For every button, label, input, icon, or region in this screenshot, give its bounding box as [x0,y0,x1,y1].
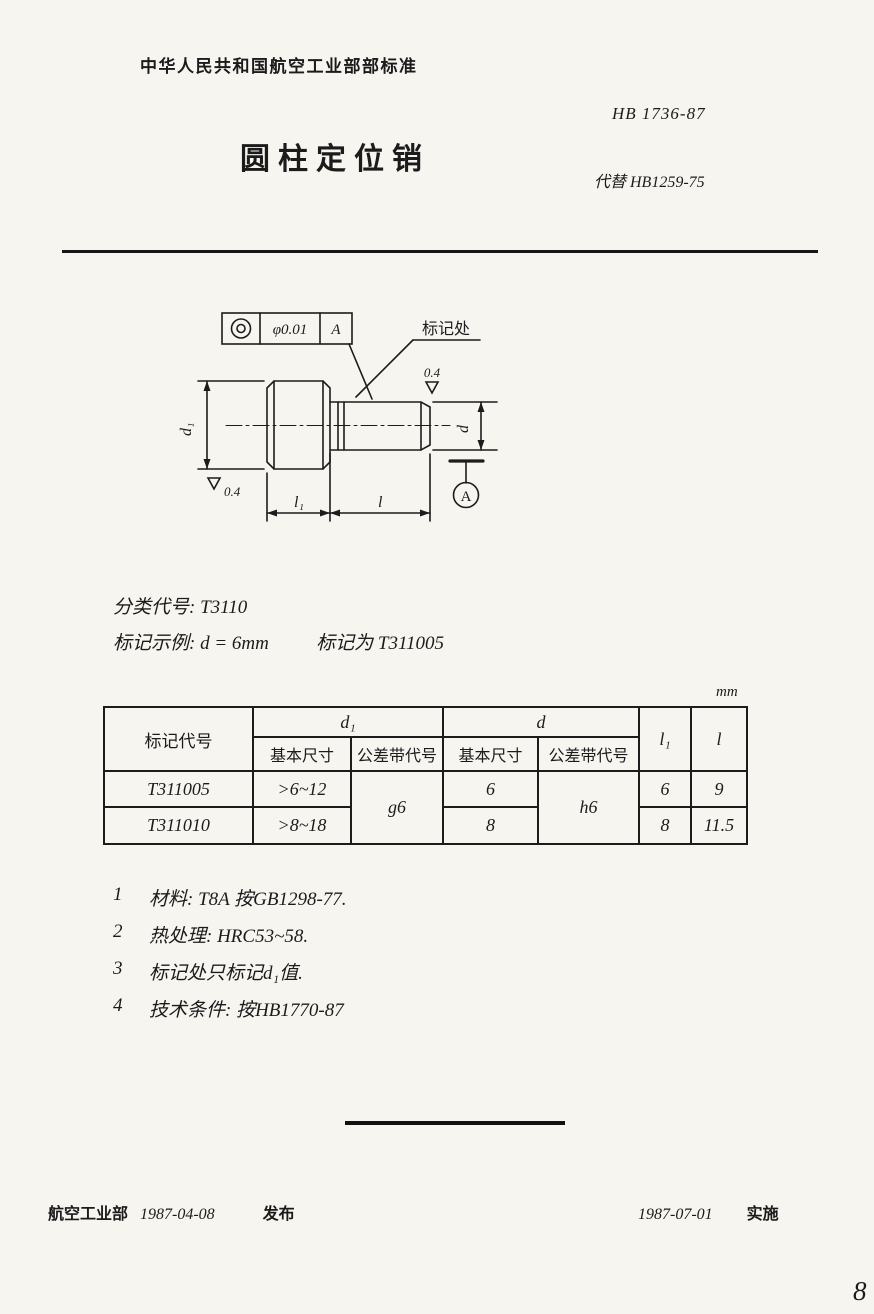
footer-effective-line: 1987-07-01 实施 [638,1200,779,1224]
technical-drawing: φ0.01 A 标记处 0.4 0.4 d₁ d l₁ l A [178,312,498,522]
table-row: T311005 >6~12 g6 6 h6 6 9 [103,770,749,845]
dim-label-l: l [378,494,383,511]
col-header-d-basic: 基本尺寸 [442,736,540,772]
tolerance-datum-letter: A [330,322,341,338]
col-header-d-group: d [442,706,641,738]
dim-label-l1: l₁ [294,494,304,511]
note-number: 1 [113,884,123,905]
arrowhead [477,402,485,412]
note-item: 3 标记处只标记d₁值. [113,958,347,986]
cell-d-tol: h6 [537,770,641,845]
footer-issue-date: 1987-04-08 [140,1206,215,1223]
table-subheader-row: 基本尺寸 公差带代号 基本尺寸 公差带代号 [104,736,747,772]
cell-l: 11.5 [690,806,749,845]
arrowhead [203,381,211,391]
arrowhead [330,509,340,517]
note-text: 热处理: HRC53~58. [149,926,309,947]
cell-d1-basic: >6~12 [252,770,352,808]
col-header-d1-tol: 公差带代号 [349,736,445,772]
ministry-standard-heading: 中华人民共和国航空工业部部标准 [140,57,418,76]
datum-label: A [461,489,472,505]
note-text: 标记处只标记d₁值. [149,963,303,984]
supersedes-note: 代替 HB1259-75 [594,174,705,191]
note-item: 4 技术条件: 按HB1770-87 [113,995,347,1023]
cell-d1-tol: g6 [349,770,445,845]
cell-d-basic: 6 [442,770,540,808]
col-header-d1-basic: 基本尺寸 [252,736,352,772]
col-header-d1-group: d₁ [251,706,445,738]
tolerance-value: φ0.01 [273,322,308,338]
marking-leader-line [355,339,414,398]
note-number: 3 [113,958,123,979]
cell-l: 9 [690,770,749,808]
note-number: 4 [113,995,123,1016]
note-text: 技术条件: 按HB1770-87 [149,1000,344,1021]
footer-effective-verb: 实施 [746,1206,779,1223]
note-text: 材料: T8A 按GB1298-77. [149,889,347,910]
arrowhead [203,459,211,469]
marking-location-label: 标记处 [422,320,470,338]
col-header-d-tol: 公差带代号 [537,736,641,772]
roughness-icon-bottom [206,477,222,491]
table-header-row: 标记代号 d₁ d l₁ l [103,706,749,772]
marking-example-value: 标记为 T311005 [316,633,445,654]
cell-d1-basic: >8~18 [252,806,352,845]
roughness-value-top: 0.4 [424,365,441,380]
standard-number: HB 1736-87 [612,104,706,123]
col-header-code: 标记代号 [103,706,254,772]
cell-code: T311010 [103,806,254,845]
cell-code: T311005 [103,770,254,808]
datum-circle [452,481,480,509]
arrowhead [267,509,277,517]
page-number: 8 [853,1276,867,1306]
notes-list: 1 材料: T8A 按GB1298-77. 2 热处理: HRC53~58. 3… [113,884,347,1032]
note-item: 2 热处理: HRC53~58. [113,921,347,949]
footer-effective-date: 1987-07-01 [638,1206,713,1223]
footer-issuer: 航空工业部 [48,1206,129,1223]
document-title: 圆柱定位销 [240,143,430,176]
footer-issue-verb: 发布 [262,1206,295,1223]
marking-example-line: 标记示例: d = 6mm 标记为 T311005 [113,628,444,655]
dim-label-d: d [455,424,472,433]
roughness-value-bottom: 0.4 [224,484,241,499]
marking-example-label: 标记示例: d = 6mm [113,633,269,654]
note-item: 1 材料: T8A 按GB1298-77. [113,884,347,912]
classification-code-line: 分类代号: T3110 [113,597,248,618]
roughness-icon-top [424,381,440,395]
col-header-l: l [690,706,749,772]
bottom-divider [345,1121,565,1125]
dim-label-d1: d₁ [178,422,195,436]
tolerance-frame [221,312,353,345]
col-header-l1: l₁ [638,706,693,772]
cell-d-basic: 8 [442,806,540,845]
footer-issue-line: 航空工业部 1987-04-08 发布 [48,1200,295,1224]
spec-table: 标记代号 d₁ d l₁ l 基本尺寸 公差带代号 基本尺寸 公差带代号 T31… [103,706,749,845]
table-unit-label: mm [716,684,738,700]
cell-l1: 8 [638,806,693,845]
arrowhead [320,509,330,517]
cell-l1: 6 [638,770,693,808]
tolerance-leader-line [348,343,373,400]
arrowhead [420,509,430,517]
note-number: 2 [113,921,123,942]
arrowhead [477,440,485,450]
table-row: T311010 >8~18 8 8 11.5 [103,806,749,845]
concentricity-icon [230,318,252,339]
header-divider [62,250,818,253]
